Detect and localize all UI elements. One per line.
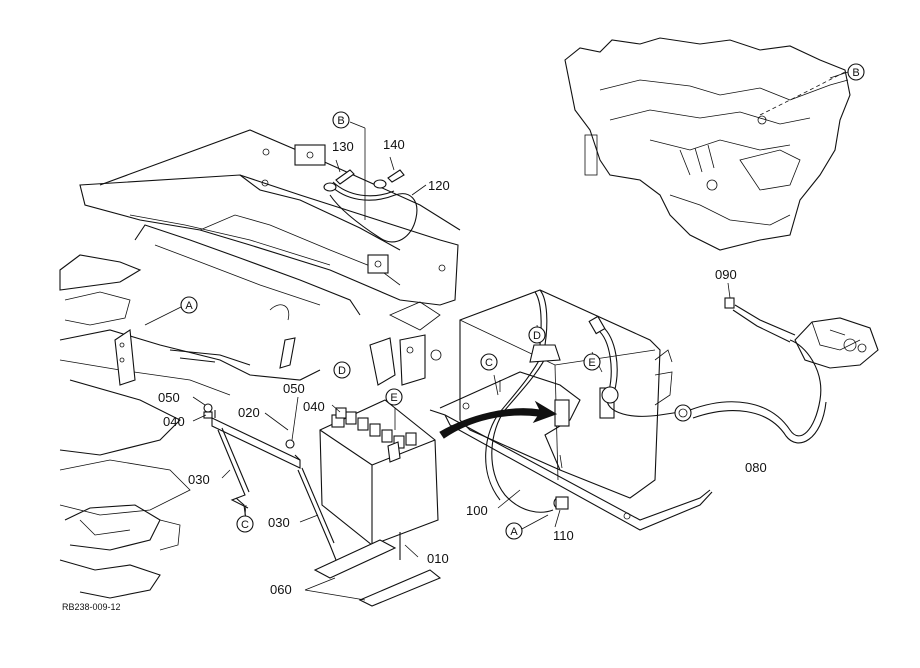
part-label-040-right: 040 (303, 399, 325, 414)
part-label-080: 080 (745, 460, 767, 475)
part-label-120: 120 (428, 178, 450, 193)
part-label-140: 140 (383, 137, 405, 152)
part-label-030-bottom: 030 (268, 515, 290, 530)
svg-text:B: B (337, 115, 344, 127)
part-label-130: 130 (332, 139, 354, 154)
svg-text:C: C (485, 357, 493, 369)
ref-marker-a-bottom: A (505, 522, 523, 540)
nut-050-right (285, 439, 295, 449)
svg-text:A: A (185, 300, 193, 312)
chassis-floor (59, 254, 442, 599)
part-label-030-left: 030 (188, 472, 210, 487)
figure-code: RB238-009-12 (62, 602, 121, 612)
svg-text:D: D (338, 365, 346, 377)
ref-marker-e-tray: E (583, 353, 601, 371)
battery-010 (319, 399, 439, 546)
battery-cable-080 (689, 339, 822, 437)
washer-040-right (335, 407, 347, 419)
part-label-110: 110 (553, 528, 574, 543)
engine-block (564, 37, 851, 251)
ref-marker-e-battery: E (385, 388, 403, 406)
ref-marker-c-left: C (236, 515, 254, 533)
side-bracket (114, 329, 136, 386)
terminal-lead-090 (734, 304, 796, 336)
ref-marker-d-mid: D (333, 361, 351, 379)
starter-motor (794, 317, 879, 369)
svg-text:A: A (510, 526, 518, 538)
svg-text:B: B (852, 67, 859, 79)
svg-text:E: E (588, 357, 595, 369)
mount-plate (294, 144, 326, 166)
washer-040-left (203, 411, 213, 419)
part-label-050-left: 050 (158, 390, 180, 405)
hold-down-bracket-020 (211, 410, 301, 469)
battery-cable-100 (491, 351, 554, 513)
part-label-010: 010 (427, 551, 449, 566)
part-label-100: 100 (466, 503, 488, 518)
bolt-140 (387, 169, 405, 183)
nut-050-left (203, 403, 213, 413)
part-label-040-left: 040 (163, 414, 185, 429)
cable-120 (323, 179, 418, 243)
bolt-130 (335, 169, 355, 185)
nut-090 (724, 297, 735, 309)
bolt-110 (555, 496, 569, 510)
part-label-020: 020 (238, 405, 260, 420)
ref-marker-b-top: B (332, 111, 350, 129)
hold-down-rods-030 (217, 427, 337, 561)
part-label-090: 090 (715, 267, 737, 282)
rubber-pads-060 (313, 532, 442, 607)
ref-marker-d-tray: D (528, 326, 546, 344)
ref-marker-c-tray: C (480, 353, 498, 371)
svg-text:C: C (241, 519, 249, 531)
battery-tray (429, 289, 713, 531)
ref-marker-b-engine: B (847, 63, 865, 81)
svg-text:D: D (533, 330, 541, 342)
battery-bracket-frame (79, 129, 461, 331)
svg-text:E: E (390, 392, 397, 404)
install-arrow (439, 400, 558, 439)
part-label-060: 060 (270, 582, 292, 597)
part-label-050-right: 050 (283, 381, 305, 396)
ref-marker-a-frame: A (180, 296, 198, 314)
